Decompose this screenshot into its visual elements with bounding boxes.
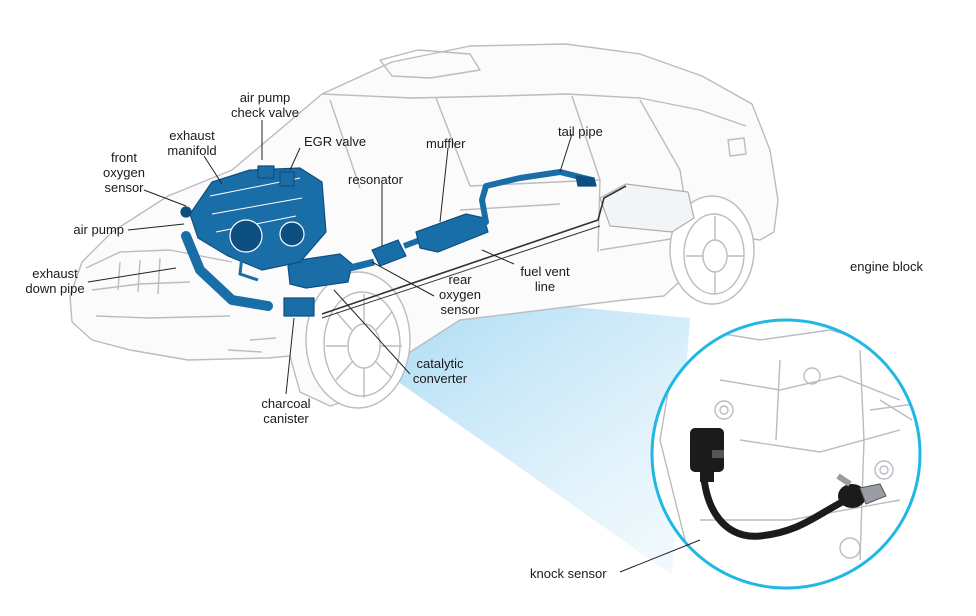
label-air-pump-check-valve: air pump check valve	[231, 90, 299, 120]
knock-sensor	[690, 428, 887, 540]
label-tail-pipe: tail pipe	[558, 124, 603, 139]
label-fuel-vent-line: fuel vent line	[520, 264, 570, 294]
label-front-oxygen-sensor: front oxygen sensor	[103, 150, 145, 195]
exhaust-system	[180, 165, 597, 317]
label-rear-oxygen-sensor: rear oxygen sensor	[439, 272, 481, 317]
label-exhaust-manifold: exhaust manifold	[167, 128, 217, 158]
label-air-pump: air pump	[73, 222, 124, 237]
label-engine-block: engine block	[850, 259, 923, 274]
label-resonator: resonator	[348, 172, 403, 187]
wheel-front	[305, 271, 411, 409]
label-knock-sensor: knock sensor	[530, 566, 607, 581]
label-catalytic-converter: catalytic converter	[412, 356, 468, 386]
label-exhaust-down-pipe: exhaust down pipe	[25, 266, 85, 296]
knock-sensor-callout	[650, 318, 922, 590]
leader-lines	[87, 120, 701, 573]
fuel-vent-line	[321, 185, 627, 315]
fuel-tank	[599, 183, 695, 233]
wheel-rear	[669, 195, 755, 305]
label-egr-valve: EGR valve	[304, 134, 367, 149]
label-muffler: muffler	[426, 136, 466, 151]
label-charcoal-canister: charcoal canister	[261, 396, 311, 426]
